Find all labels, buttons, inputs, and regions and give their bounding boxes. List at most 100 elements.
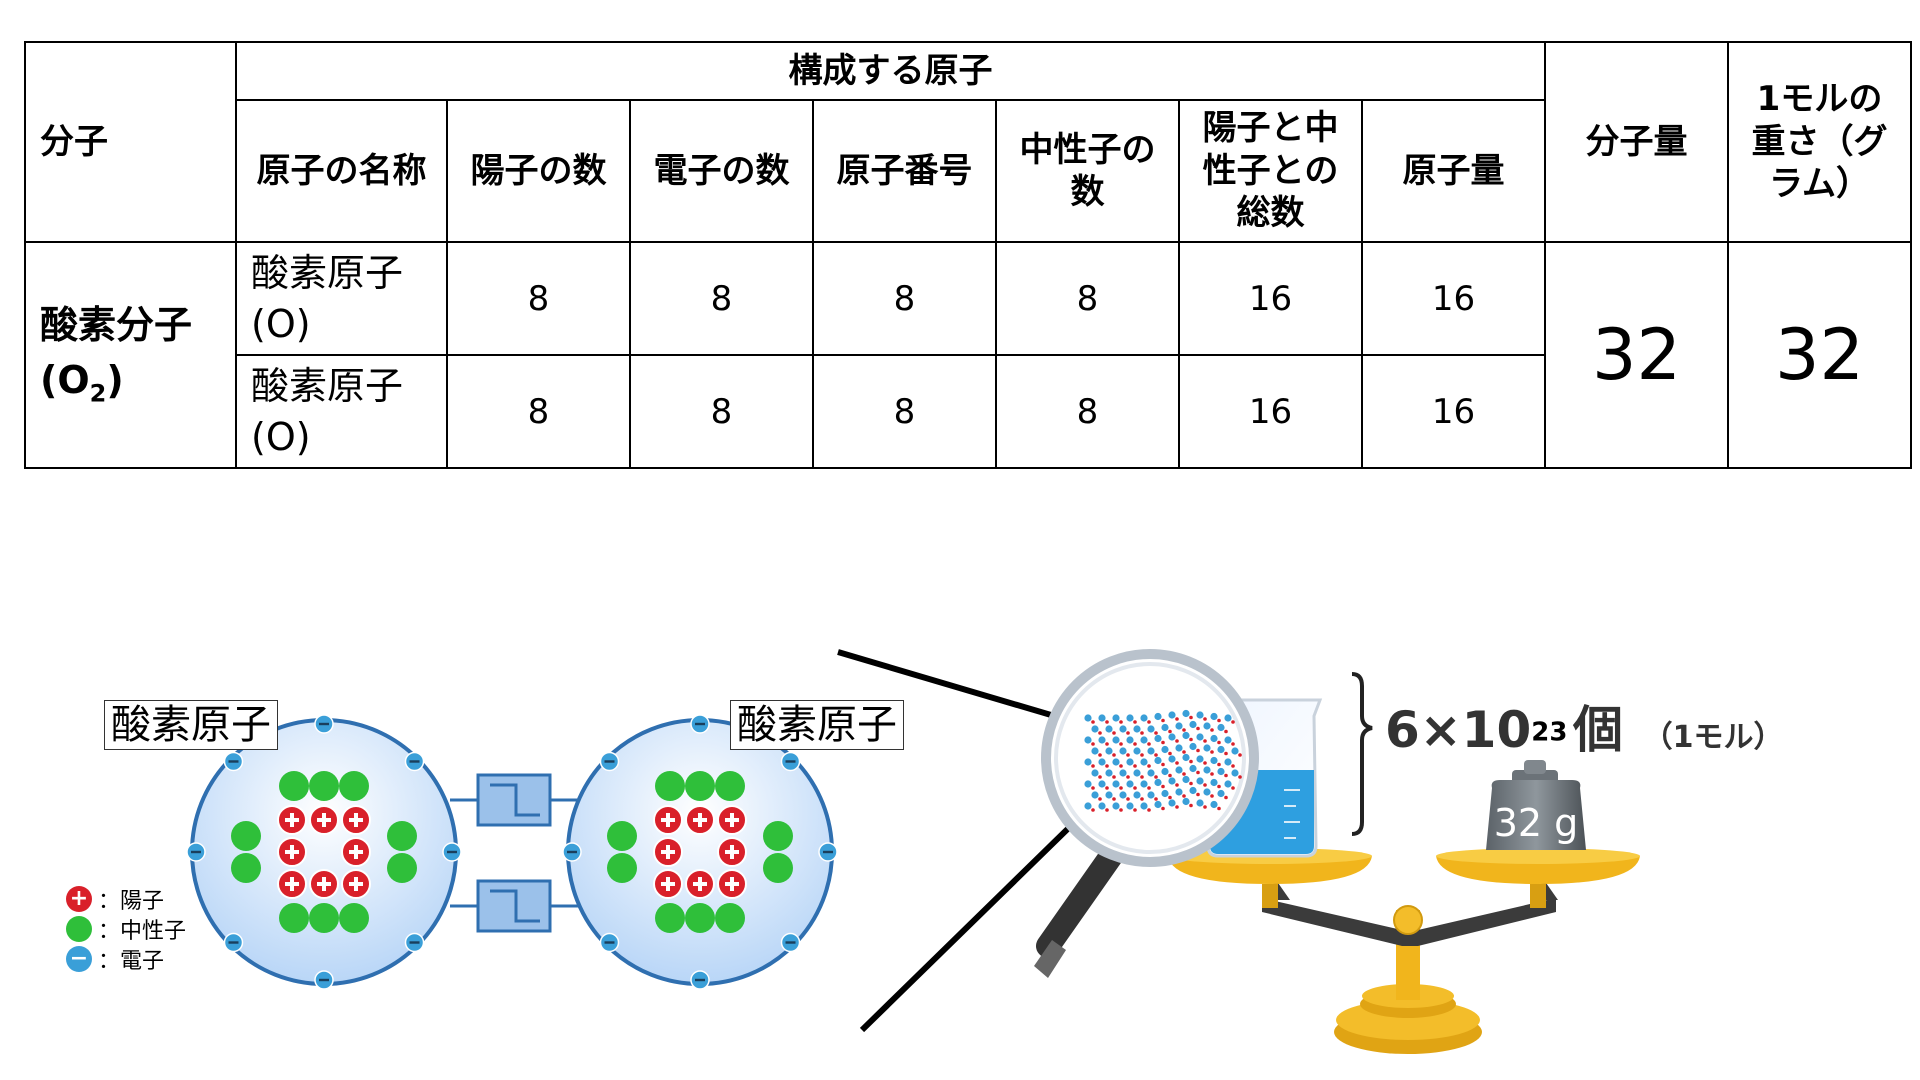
electron bbox=[818, 842, 838, 862]
neutrons-cell: 8 bbox=[995, 241, 1180, 356]
electron bbox=[690, 714, 710, 734]
header-constituent-atoms: 構成する原子 bbox=[235, 41, 1546, 101]
atomic-number-cell: 8 bbox=[812, 354, 997, 469]
neutron bbox=[607, 821, 637, 851]
electron bbox=[223, 932, 244, 953]
weight-label: 32 g bbox=[1494, 801, 1579, 845]
electron bbox=[780, 751, 801, 772]
proton bbox=[341, 805, 371, 835]
proton bbox=[309, 869, 339, 899]
header-molecular-weight: 分子量 bbox=[1544, 41, 1729, 243]
avogadro-count: 6×1023 個 （1モル） bbox=[1385, 701, 1784, 759]
column-header: 陽子と中性子との総数 bbox=[1178, 99, 1363, 243]
proton bbox=[309, 805, 339, 835]
molecular-weight-value: 32 bbox=[1544, 241, 1729, 469]
weight-32g: 32 g bbox=[1486, 760, 1586, 850]
balance-scale bbox=[1168, 848, 1640, 1054]
electron bbox=[223, 751, 244, 772]
atom-label-right: 酸素原子 bbox=[730, 700, 904, 750]
proton bbox=[341, 869, 371, 899]
electron bbox=[690, 970, 710, 990]
electron bbox=[314, 970, 334, 990]
electron bbox=[599, 932, 620, 953]
proton bbox=[277, 805, 307, 835]
legend-electron: − ：電子 bbox=[66, 944, 186, 974]
neutron bbox=[763, 853, 793, 883]
legend-neutron: ：中性子 bbox=[66, 914, 186, 944]
neutron bbox=[715, 903, 745, 933]
proton bbox=[717, 805, 747, 835]
neutron bbox=[387, 821, 417, 851]
oxygen-atom bbox=[562, 714, 838, 990]
proton bbox=[685, 869, 715, 899]
atomic-weight-cell: 16 bbox=[1361, 354, 1546, 469]
neutron bbox=[607, 853, 637, 883]
neutron bbox=[309, 903, 339, 933]
bond-connector-top bbox=[450, 773, 578, 827]
proton bbox=[653, 805, 683, 835]
electron bbox=[780, 932, 801, 953]
neutron bbox=[763, 821, 793, 851]
column-header: 電子の数 bbox=[629, 99, 814, 243]
electrons-cell: 8 bbox=[629, 241, 814, 356]
nucleons-cell: 16 bbox=[1178, 241, 1363, 356]
atom-name-cell: 酸素原子(O) bbox=[235, 354, 448, 469]
molecule-formula: (O2) bbox=[40, 358, 124, 408]
atomic-number-cell: 8 bbox=[812, 241, 997, 356]
proton bbox=[653, 869, 683, 899]
atom-name-cell: 酸素原子(O) bbox=[235, 241, 448, 356]
proton bbox=[277, 869, 307, 899]
electron bbox=[562, 842, 582, 862]
neutron bbox=[685, 771, 715, 801]
neutrons-cell: 8 bbox=[995, 354, 1180, 469]
proton bbox=[717, 869, 747, 899]
neutron bbox=[339, 771, 369, 801]
neutron bbox=[279, 771, 309, 801]
electron bbox=[314, 714, 334, 734]
electron bbox=[404, 932, 425, 953]
proton bbox=[341, 837, 371, 867]
neutron bbox=[685, 903, 715, 933]
neutron bbox=[387, 853, 417, 883]
mole-weight-value: 32 bbox=[1727, 241, 1912, 469]
oxygen-molecule-table: 分子 構成する原子 分子量 1モルの重さ（グラム） 原子の名称 陽子の数 電子の… bbox=[24, 41, 1912, 469]
electrons-cell: 8 bbox=[629, 354, 814, 469]
neutron bbox=[655, 903, 685, 933]
neutron bbox=[715, 771, 745, 801]
molecule-name: 酸素分子 bbox=[40, 303, 193, 348]
electron bbox=[404, 751, 425, 772]
proton bbox=[685, 805, 715, 835]
electron bbox=[442, 842, 462, 862]
electron bbox=[599, 751, 620, 772]
proton-icon: + bbox=[66, 886, 92, 912]
neutron-icon bbox=[66, 916, 92, 942]
atomic-weight-cell: 16 bbox=[1361, 241, 1546, 356]
legend: + ：陽子 ：中性子 − ：電子 bbox=[66, 884, 186, 974]
nucleons-cell: 16 bbox=[1178, 354, 1363, 469]
oxygen-molecule-diagram bbox=[186, 714, 838, 990]
electron-icon: − bbox=[66, 946, 92, 972]
bond-connector-bottom bbox=[450, 879, 578, 933]
brace bbox=[1351, 672, 1373, 836]
proton bbox=[653, 837, 683, 867]
neutron bbox=[339, 903, 369, 933]
neutron bbox=[655, 771, 685, 801]
legend-proton: + ：陽子 bbox=[66, 884, 186, 914]
column-header: 原子量 bbox=[1361, 99, 1546, 243]
atom-label-left: 酸素原子 bbox=[104, 700, 278, 750]
proton bbox=[717, 837, 747, 867]
column-header: 原子の名称 bbox=[235, 99, 448, 243]
proton bbox=[277, 837, 307, 867]
molecule-cell: 酸素分子 (O2) bbox=[24, 241, 237, 469]
header-molecule: 分子 bbox=[24, 41, 237, 243]
column-header: 陽子の数 bbox=[446, 99, 631, 243]
column-header: 原子番号 bbox=[812, 99, 997, 243]
neutron bbox=[279, 903, 309, 933]
electron bbox=[186, 842, 206, 862]
column-header: 中性子の数 bbox=[995, 99, 1180, 243]
neutron bbox=[309, 771, 339, 801]
header-mole-weight: 1モルの重さ（グラム） bbox=[1727, 41, 1912, 243]
neutron bbox=[231, 853, 261, 883]
oxygen-atom bbox=[186, 714, 462, 990]
